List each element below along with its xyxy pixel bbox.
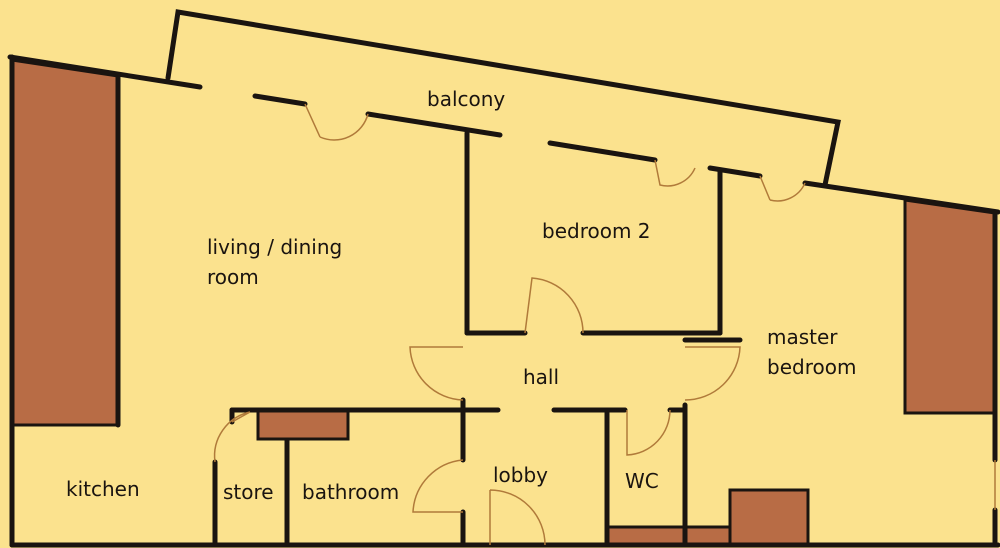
doors bbox=[213, 103, 996, 546]
label-bathroom: bathroom bbox=[302, 480, 400, 504]
label-lobby: lobby bbox=[493, 463, 549, 487]
label-hall: hall bbox=[523, 365, 560, 389]
balcony-outline bbox=[165, 9, 841, 188]
bedroom2-balcony-door bbox=[654, 159, 696, 187]
label-bedroom2: bedroom 2 bbox=[542, 219, 651, 243]
wardrobe bbox=[903, 198, 997, 415]
bedroom-unit bbox=[728, 488, 810, 547]
label-master-1: master bbox=[767, 325, 838, 349]
living-door bbox=[304, 103, 369, 141]
label-wc: WC bbox=[625, 469, 659, 493]
wc-counter bbox=[605, 525, 734, 547]
label-master-2: bedroom bbox=[767, 355, 857, 379]
label-living-2: room bbox=[207, 265, 259, 289]
master-door bbox=[684, 346, 741, 401]
living-hall-door bbox=[409, 346, 464, 401]
walls bbox=[7, 9, 1000, 548]
label-store: store bbox=[223, 480, 274, 504]
bathroom-door bbox=[412, 459, 464, 513]
wc-door bbox=[626, 409, 671, 456]
store-door bbox=[213, 411, 251, 463]
label-living-1: living / dining bbox=[207, 235, 343, 259]
label-kitchen: kitchen bbox=[66, 477, 140, 501]
label-balcony: balcony bbox=[427, 87, 506, 111]
kitchen-cabinet bbox=[10, 58, 120, 427]
bedroom2-door bbox=[524, 277, 584, 334]
store-shelf bbox=[256, 409, 350, 441]
master-balcony-door bbox=[759, 175, 806, 202]
entrance-door bbox=[489, 489, 546, 546]
